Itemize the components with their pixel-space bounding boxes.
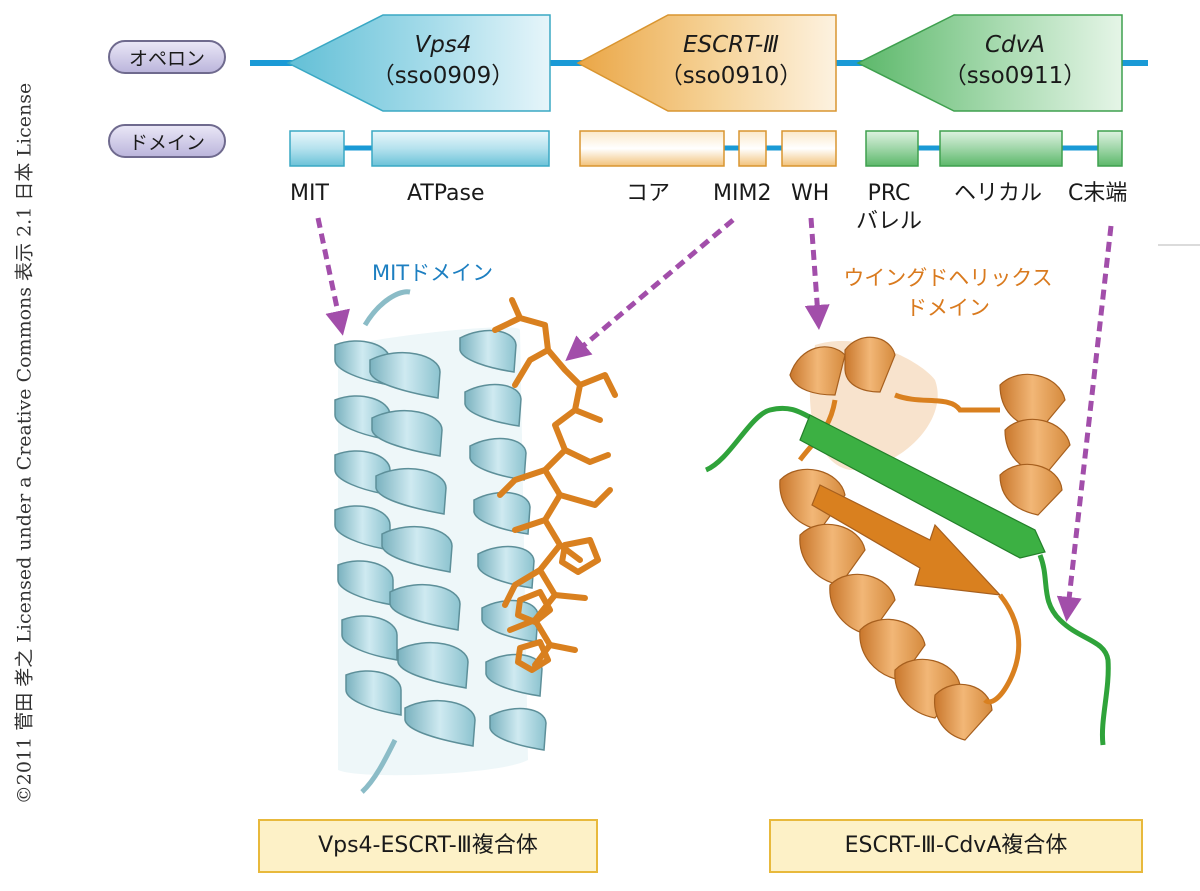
domain-label-prc: PRC バレル: [856, 181, 922, 235]
mit-loop-top: [362, 289, 411, 327]
arrow-mit: [315, 217, 350, 336]
cdva-tail-right: [1037, 554, 1111, 746]
cdva-peptide: [704, 405, 1111, 746]
gene-name-cdva: CdvA: [984, 32, 1045, 58]
gene-label-vps4: Vps4 （sso0909）: [338, 30, 548, 92]
mit-helix-2: [369, 352, 476, 747]
wh-annotation-line2: ドメイン: [906, 296, 990, 320]
domain-row-label: ドメイン: [108, 124, 226, 158]
domain-label-core: コア: [626, 181, 671, 206]
wh-loop-1: [894, 392, 1000, 413]
domain-box-mit: [289, 130, 345, 167]
mit-structure: [334, 289, 547, 794]
gene-id-vps4: （sso0909）: [371, 63, 515, 89]
mit-loop-bottom: [360, 738, 398, 794]
wh-loop-2: [983, 593, 1022, 705]
wh-domain-annotation: ウイングドヘリックス ドメイン: [838, 263, 1058, 323]
caption-vps4-escrt: Vps4-ESCRT-Ⅲ複合体: [258, 819, 598, 873]
wh-beta-strand: [811, 484, 1002, 596]
arrow-wh: [804, 217, 830, 330]
domain-box-core: [579, 130, 725, 167]
domain-box-wh: [781, 130, 837, 167]
gene-arrow-cdva: [856, 14, 1123, 112]
domain-box-mim2: [738, 130, 767, 167]
domain-label-prc-line1: PRC: [867, 181, 911, 206]
arrow-mim2: [565, 218, 735, 362]
wh-helix-bottom: [779, 468, 993, 741]
gene-name-escrt: ESCRT-Ⅲ: [682, 32, 780, 58]
gene-id-cdva: （sso0911）: [943, 63, 1087, 89]
wh-helix-right: [999, 373, 1071, 516]
wh-annotation-line1: ウイングドヘリックス: [843, 266, 1053, 290]
gene-id-escrt: （sso0910）: [659, 63, 803, 89]
gene-arrow-escrt: [576, 14, 837, 112]
gene-label-escrt: ESCRT-Ⅲ （sso0910）: [626, 30, 836, 92]
domain-box-atpase: [371, 130, 550, 167]
mim2-peptide: [492, 297, 618, 673]
mit-domain-annotation: MITドメイン: [372, 261, 494, 285]
domain-label-mit: MIT: [290, 181, 329, 206]
domain-box-helical: [939, 130, 1063, 167]
pointer-arrows: [315, 217, 1114, 622]
domain-label-mim2: MIM2: [713, 181, 772, 206]
domain-box-prc: [865, 130, 919, 167]
arrow-cterm: [1056, 225, 1114, 622]
gene-label-cdva: CdvA （sso0911）: [910, 30, 1120, 92]
gene-name-vps4: Vps4: [414, 32, 472, 58]
domain-label-cterm: C末端: [1068, 181, 1128, 206]
caption-escrt-cdva: ESCRT-Ⅲ-CdvA複合体: [769, 819, 1143, 873]
cdva-strand: [799, 414, 1046, 559]
wh-structure: [779, 336, 1071, 741]
domain-box-cterm: [1097, 130, 1123, 167]
domain-label-helical: ヘリカル: [954, 181, 1043, 206]
domain-label-wh: WH: [791, 181, 830, 206]
domain-label-atpase: ATPase: [407, 181, 485, 206]
gene-arrow-vps4: [286, 14, 551, 112]
cdva-tail-left: [704, 405, 817, 473]
wh-helix-top: [789, 336, 896, 396]
operon-row-label: オペロン: [108, 40, 226, 74]
domain-label-prc-line2: バレル: [856, 209, 923, 234]
